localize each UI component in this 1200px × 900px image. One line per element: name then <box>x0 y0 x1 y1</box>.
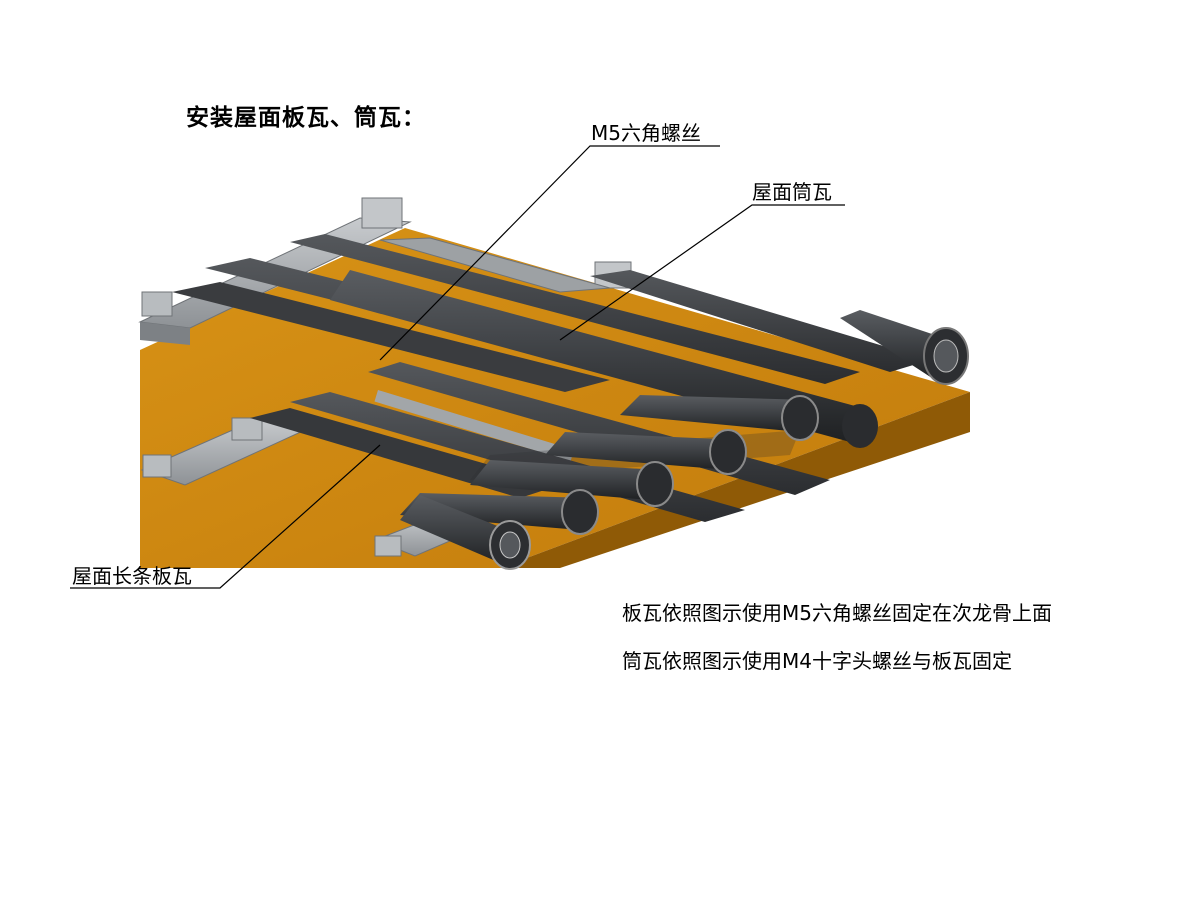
installation-note-cover-tile: 筒瓦依照图示使用M4十字头螺丝与板瓦固定 <box>622 649 1012 673</box>
cover-tile-label: 屋面筒瓦 <box>752 180 832 204</box>
pan-tile-label: 屋面长条板瓦 <box>72 564 192 588</box>
page-title: 安装屋面板瓦、筒瓦： <box>186 104 426 131</box>
installation-note-pan-tile: 板瓦依照图示使用M5六角螺丝固定在次龙骨上面 <box>622 601 1052 625</box>
leader-lines <box>70 145 845 589</box>
cover-tiles-front-row <box>400 395 819 570</box>
hex-screw-label: M5六角螺丝 <box>591 121 701 145</box>
